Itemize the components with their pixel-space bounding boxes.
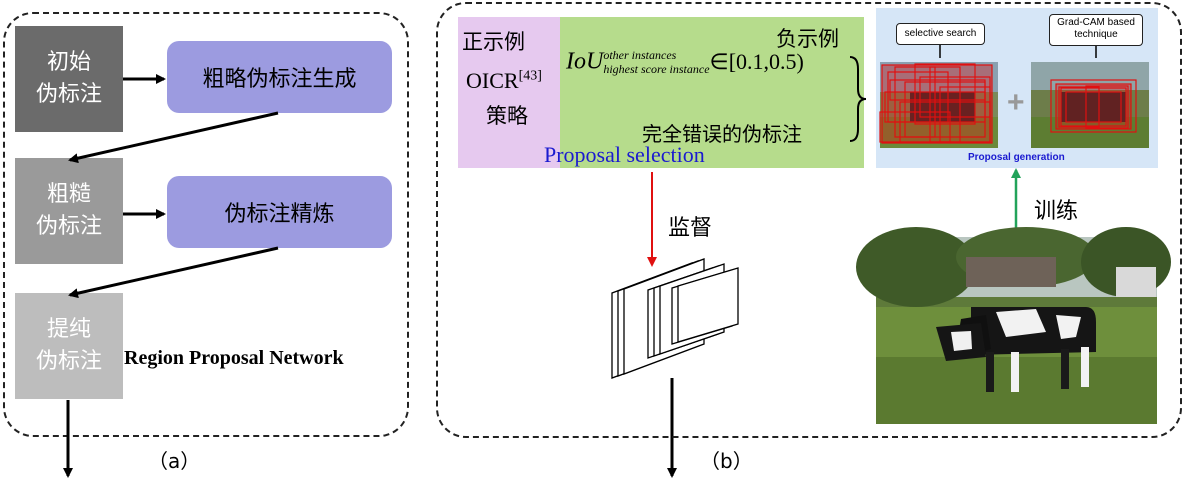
negative-examples-title: 负示例 — [776, 27, 839, 51]
selective-search-image — [879, 62, 998, 148]
arrow-refinement-to-refined — [68, 246, 279, 299]
gradcam-image — [1031, 62, 1149, 148]
process-coarse-generation: 粗略伪标注生成 — [167, 41, 392, 113]
positive-examples-title: 正示例 — [462, 30, 525, 54]
caption-a: （a） — [148, 449, 201, 473]
process-refinement: 伪标注精炼 — [167, 176, 392, 248]
step-coarse-pseudo-label: 粗糙 伪标注 — [15, 158, 123, 264]
panel-a — [3, 12, 409, 437]
network-layers-icon — [611, 258, 739, 379]
oicr-reference: [43] — [518, 68, 542, 84]
arrow-coarse-gen-to-coarse — [68, 111, 279, 164]
oicr-label: OICR[43] — [466, 68, 542, 94]
rpn-label: Region Proposal Network — [124, 347, 344, 369]
negative-examples-box — [560, 17, 864, 168]
supervise-label: 监督 — [668, 216, 713, 241]
plus-sign: + — [1007, 86, 1025, 119]
gradcam-tag: Grad-CAM based technique — [1049, 14, 1143, 46]
step-refined-pseudo-label: 提纯 伪标注 — [15, 293, 123, 399]
panel-b — [436, 2, 1182, 438]
wrong-pseudo-label: 完全错误的伪标注 — [642, 122, 802, 146]
positive-examples-box — [458, 17, 561, 168]
selective-search-tag: selective search — [896, 23, 985, 45]
step-initial-pseudo-label: 初始 伪标注 — [15, 26, 123, 132]
iou-range: ∈[0.1,0.5) — [709, 49, 804, 74]
cow-photo — [856, 227, 1171, 424]
proposal-selection-label: Proposal selection — [544, 142, 705, 167]
strategy-label: 策略 — [486, 104, 528, 128]
oicr-text: OICR — [466, 68, 519, 93]
iou-main: IoU — [566, 48, 604, 75]
iou-superscript: other instances — [603, 48, 677, 62]
train-label: 训练 — [1034, 199, 1079, 224]
caption-b: （b） — [700, 449, 753, 473]
iou-subscript: highest score instance — [603, 62, 710, 76]
proposal-generation-label: Proposal generation — [968, 152, 1065, 163]
curly-brace — [849, 56, 867, 142]
